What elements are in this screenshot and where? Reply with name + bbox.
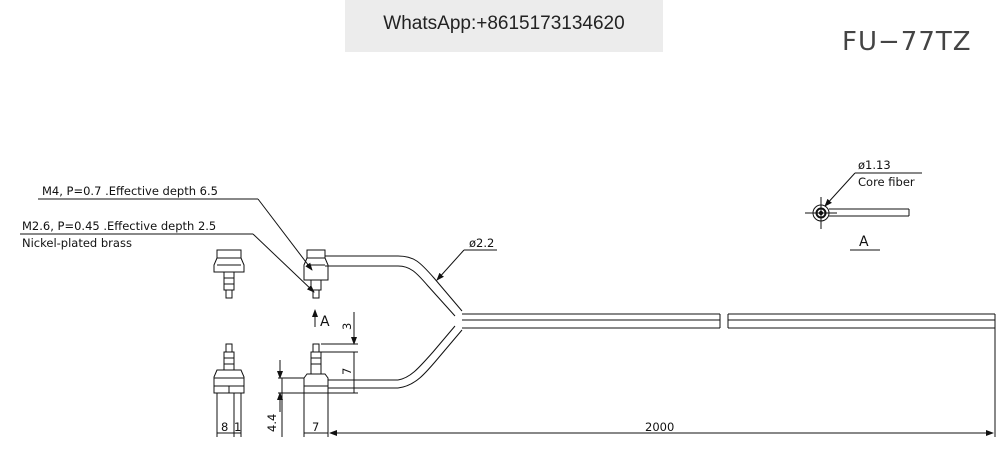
cable-diameter-label: ø2.2 <box>469 236 494 250</box>
dim-width-bottom: 7 <box>312 420 319 434</box>
section-a-view <box>805 172 922 251</box>
whatsapp-contact: WhatsApp:+8615173134620 <box>383 13 625 34</box>
model-number: FU−77TZ <box>842 27 972 57</box>
leader-m26 <box>20 233 315 293</box>
section-a-label: A <box>859 234 869 250</box>
head-lower <box>281 343 329 394</box>
connector-side-view-top <box>213 249 245 299</box>
dimension-height-left <box>277 360 283 437</box>
leader-cable-diameter <box>436 249 497 281</box>
head-upper <box>303 249 398 299</box>
thread-m4-label: M4, P=0.7 .Effective depth 6.5 <box>42 184 218 198</box>
connector-side-view-bottom <box>213 343 245 437</box>
dim-hex-width-a: 8 <box>221 420 228 434</box>
leader-m4 <box>38 198 313 271</box>
core-fiber-label: Core fiber <box>858 175 915 189</box>
whatsapp-banner: WhatsApp:+8615173134620 <box>345 0 663 52</box>
dimension-vertical-head <box>321 312 358 394</box>
cable-lower <box>328 325 463 389</box>
dim-total-length: 2000 <box>645 420 674 434</box>
dim-head-height: 7 <box>340 368 354 375</box>
dim-height-left: 4.4 <box>265 414 279 432</box>
cable-main <box>462 313 996 329</box>
core-diameter-label: ø1.13 <box>858 158 891 172</box>
view-arrow-label: A <box>320 314 330 330</box>
material-label: Nickel-plated brass <box>22 236 132 250</box>
dimension-length <box>303 328 996 437</box>
dim-hex-width-b: 1 <box>234 420 241 434</box>
cable-upper <box>397 255 463 317</box>
dim-thread-top: 3 <box>340 323 354 330</box>
thread-m26-label: M2.6, P=0.45 .Effective depth 2.5 <box>22 219 216 233</box>
